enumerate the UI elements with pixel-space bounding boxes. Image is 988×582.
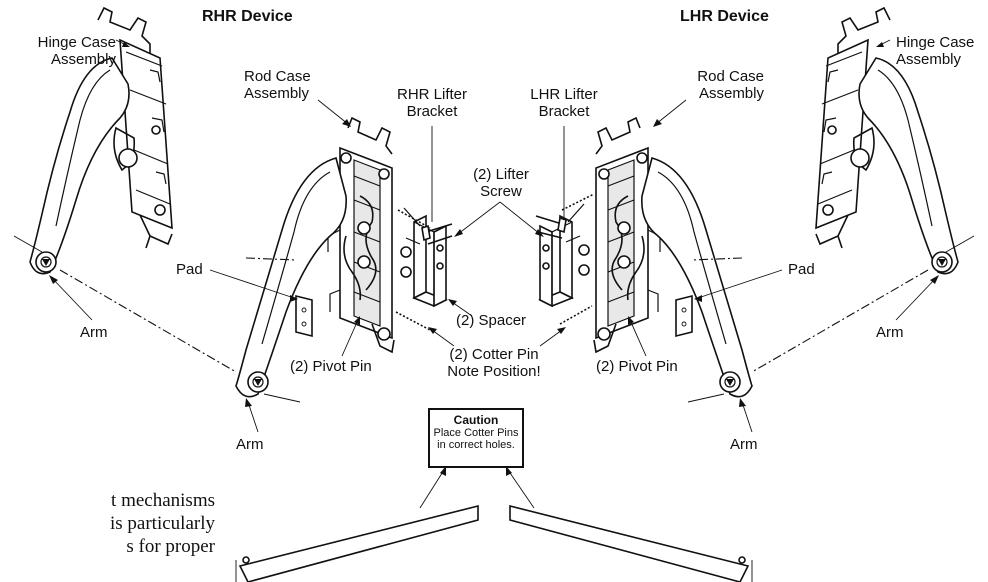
caution-line-1: Place Cotter Pins (433, 427, 519, 439)
lhr-device-heading: LHR Device (680, 8, 769, 25)
center-lines (13, 235, 975, 403)
rod-case-label-right: Rod Case Assembly (697, 68, 764, 102)
cropped-body-text: t mechanisms is particularly s for prope… (110, 490, 215, 557)
rhr-lifter-bracket-label: RHR Lifter Bracket (396, 86, 467, 120)
caution-box: Caution Place Cotter Pins in correct hol… (428, 408, 524, 468)
leader-lines (49, 39, 939, 509)
lifter-screw-label: (2) Lifter Screw (473, 166, 529, 200)
pivot-pin-label-right: (2) Pivot Pin (596, 358, 678, 375)
lifter-screws (403, 203, 585, 245)
caution-title: Caution (453, 413, 499, 427)
lhr-lifter-bracket (538, 214, 574, 308)
pivot-pin-label-left: (2) Pivot Pin (290, 358, 372, 375)
rod-case-assembly-rhr (235, 116, 395, 398)
spacers (400, 244, 590, 278)
rhr-device-heading: RHR Device (202, 8, 293, 25)
cotter-pins (395, 193, 595, 331)
lhr-lifter-bracket-label: LHR Lifter Bracket (530, 86, 598, 120)
hinge-case-label-left: Hinge Case Assembly (37, 34, 116, 68)
arm-label-right-lower: Arm (730, 436, 758, 453)
hinge-case-label-right: Hinge Case Assembly (896, 34, 975, 68)
bottom-linkage-bars (235, 504, 753, 582)
rod-case-assembly-lhr (593, 116, 753, 398)
arm-label-left-upper: Arm (80, 324, 108, 341)
pad-label-right: Pad (788, 261, 815, 278)
hinge-case-assembly-left (29, 6, 173, 275)
rod-case-label-left: Rod Case Assembly (244, 68, 311, 102)
pad-label-left: Pad (176, 261, 203, 278)
arm-label-right-upper: Arm (876, 324, 904, 341)
arm-label-left-lower: Arm (236, 436, 264, 453)
caution-line-2: in correct holes. (437, 439, 515, 451)
cotter-pin-label: (2) Cotter Pin Note Position! (447, 346, 541, 380)
rhr-lifter-bracket (412, 214, 448, 308)
spacer-label: (2) Spacer (456, 312, 527, 329)
hinge-case-assembly-right (815, 6, 959, 275)
